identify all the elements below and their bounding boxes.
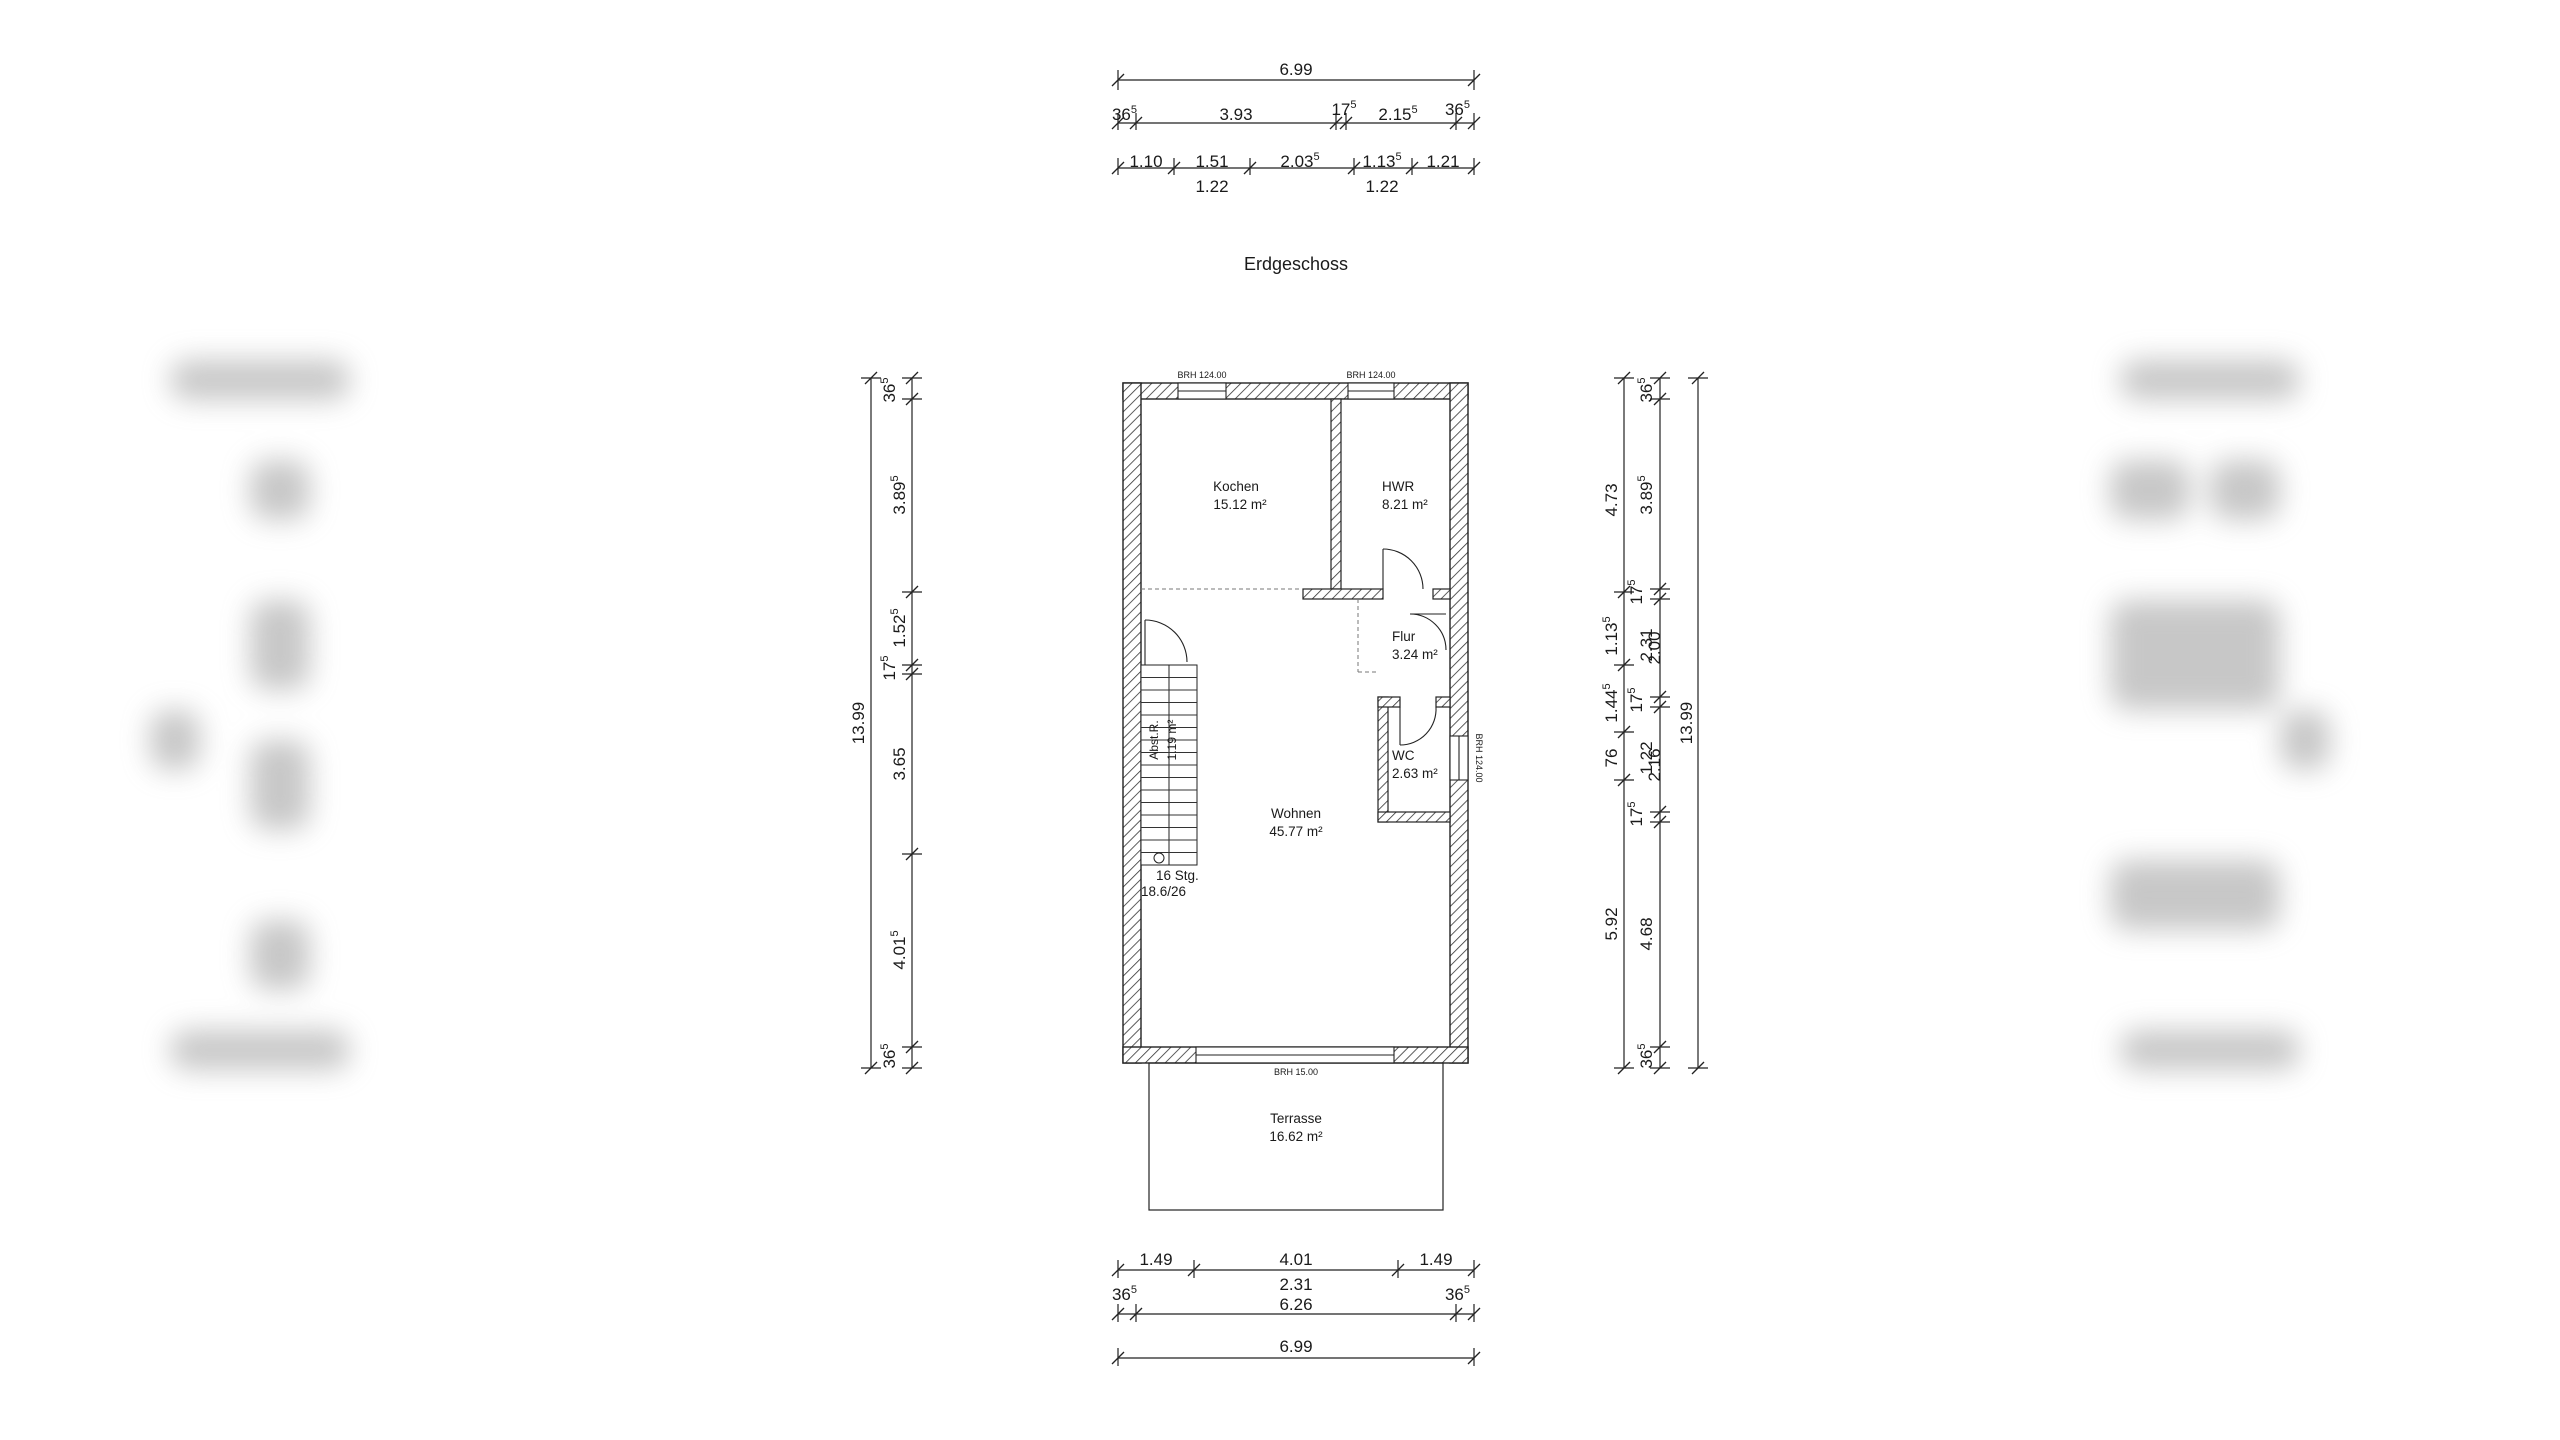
doors [1144, 548, 1447, 746]
dim-right-mid-b: 3.895 [1636, 475, 1656, 514]
room-terrasse-area: 16.62 m² [1269, 1129, 1323, 1144]
plan-title: Erdgeschoss [1244, 254, 1348, 274]
blurred-left-preview [140, 340, 380, 1100]
stair-start-marker [1153, 852, 1165, 864]
dim-top-total: 6.99 [1279, 60, 1312, 79]
top-dimensions [1117, 70, 1475, 175]
room-wc-name: WC [1392, 748, 1415, 763]
dim-right-mid-i: 365 [1636, 1043, 1656, 1068]
dim-top-r2-b: 3.93 [1219, 105, 1252, 124]
dim-left-f: 4.015 [889, 930, 909, 969]
dim-right-mid-c: 175 [1626, 579, 1646, 604]
dim-right-mid-a: 365 [1636, 377, 1656, 402]
dim-top-r2-c: 175 [1331, 99, 1356, 119]
sill-label-bottom: BRH 15.00 [1274, 1067, 1318, 1077]
stairs-ratio: 18.6/26 [1141, 884, 1186, 899]
dim-top-r3-below-a: 1.22 [1195, 177, 1228, 196]
dim-right-mid-g: 175 [1626, 801, 1646, 826]
dim-left-g: 365 [879, 1043, 899, 1068]
dim-right-mid-f: 1.22 [1637, 741, 1656, 774]
dim-right-inner-b: 2.16 [1645, 748, 1664, 781]
stair-steps [1141, 677, 1197, 853]
room-flur-area: 3.24 m² [1392, 647, 1438, 662]
room-wohnen-name: Wohnen [1271, 806, 1321, 821]
room-wc-area: 2.63 m² [1392, 766, 1438, 781]
dim-top-r2-e: 365 [1445, 99, 1470, 119]
dim-right-mid-d: 2.31 [1637, 628, 1656, 661]
dim-right-inner-a: 2.00 [1645, 631, 1664, 664]
dim-left-total: 13.99 [849, 702, 868, 745]
dim-top-r2-a: 365 [1112, 104, 1137, 124]
dim-left-d: 175 [879, 655, 899, 680]
room-flur-name: Flur [1392, 629, 1416, 644]
dim-top-r3-e: 1.21 [1426, 152, 1459, 171]
dim-bottom-r1-a: 1.49 [1139, 1250, 1172, 1269]
dim-top-r3-c: 2.035 [1280, 151, 1319, 171]
room-kochen-area: 15.12 m² [1213, 497, 1267, 512]
dim-left-a: 365 [879, 377, 899, 402]
windows [1177, 382, 1469, 1064]
dim-right-outer-c: 1.445 [1601, 683, 1621, 722]
stairs-count: 16 Stg. [1156, 868, 1199, 883]
blurred-right-preview [2090, 340, 2330, 1100]
dim-right-mid-e: 175 [1626, 687, 1646, 712]
room-wohnen-area: 45.77 m² [1269, 824, 1323, 839]
room-terrasse-name: Terrasse [1270, 1111, 1322, 1126]
dim-top-r3-a: 1.10 [1129, 152, 1162, 171]
dim-bottom-total: 6.99 [1279, 1337, 1312, 1356]
dim-right-total: 13.99 [1677, 702, 1696, 745]
room-abst-name: Abst.R. [1147, 720, 1161, 759]
sill-label-top-left: BRH 124.00 [1177, 370, 1226, 380]
dim-left-c: 1.525 [889, 608, 909, 647]
dim-bottom-r2-a: 365 [1112, 1284, 1137, 1304]
dim-right-mid-h: 4.68 [1637, 917, 1656, 950]
dim-bottom-r2-b: 6.26 [1279, 1295, 1312, 1314]
dim-right-outer-b: 1.135 [1601, 616, 1621, 655]
dim-top-r3-b: 1.51 [1195, 152, 1228, 171]
dim-bottom-r1-below: 2.31 [1279, 1275, 1312, 1294]
bottom-dimensions [1117, 1260, 1475, 1366]
dim-left-e: 3.65 [890, 747, 909, 780]
dim-right-outer-e: 5.92 [1602, 907, 1621, 940]
dim-bottom-r1-b: 4.01 [1279, 1250, 1312, 1269]
sill-label-top-right: BRH 124.00 [1346, 370, 1395, 380]
dim-top-r3-d: 1.135 [1362, 151, 1401, 171]
terrace-outline [1148, 1062, 1444, 1211]
dim-right-outer-a: 4.73 [1602, 483, 1621, 516]
dim-top-r2-d: 2.155 [1378, 104, 1417, 124]
room-abst-area: 1.19 m² [1165, 720, 1179, 761]
dim-bottom-r2-c: 365 [1445, 1284, 1470, 1304]
dim-left-b: 3.895 [889, 475, 909, 514]
dashed-separators [1141, 588, 1378, 673]
room-hwr-name: HWR [1382, 479, 1414, 494]
dim-bottom-r1-c: 1.49 [1419, 1250, 1452, 1269]
room-kochen-name: Kochen [1213, 479, 1259, 494]
dim-right-outer-d: 76 [1602, 749, 1621, 768]
sill-label-right: BRH 124.00 [1474, 733, 1484, 782]
dim-top-r3-below-b: 1.22 [1365, 177, 1398, 196]
room-hwr-area: 8.21 m² [1382, 497, 1428, 512]
